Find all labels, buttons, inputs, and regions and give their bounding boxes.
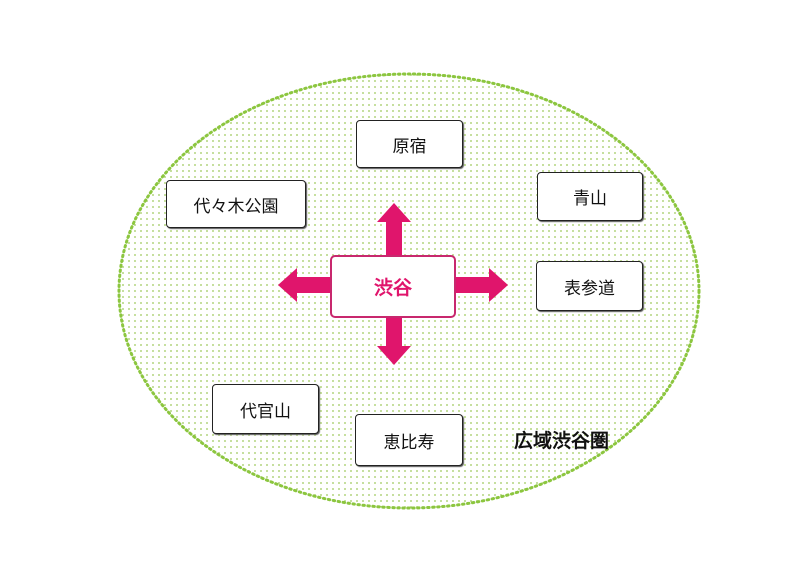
arrow-left-icon — [278, 268, 330, 302]
area-box-yoyogi-park: 代々木公園 — [166, 180, 306, 228]
center-label: 渋谷 — [373, 277, 412, 299]
area-box-ebisu: 恵比寿 — [355, 414, 463, 466]
area-box-harajuku: 原宿 — [356, 120, 463, 168]
area-label: 原宿 — [392, 136, 427, 157]
region-label: 広域渋谷圏 — [514, 430, 610, 452]
area-label: 青山 — [573, 189, 607, 209]
center-box-shibuya: 渋谷 — [330, 255, 456, 318]
area-box-omotesando: 表参道 — [536, 261, 643, 311]
area-box-aoyama: 青山 — [537, 172, 643, 221]
arrow-up-icon — [377, 203, 411, 255]
arrow-right-icon — [456, 268, 508, 302]
area-label: 代々木公園 — [193, 196, 279, 217]
arrows — [278, 203, 508, 365]
area-label: 恵比寿 — [383, 432, 435, 453]
area-label: 表参道 — [564, 278, 615, 299]
area-label: 代官山 — [240, 401, 291, 422]
area-box-daikanyama: 代官山 — [212, 384, 319, 434]
arrow-down-icon — [377, 318, 411, 365]
